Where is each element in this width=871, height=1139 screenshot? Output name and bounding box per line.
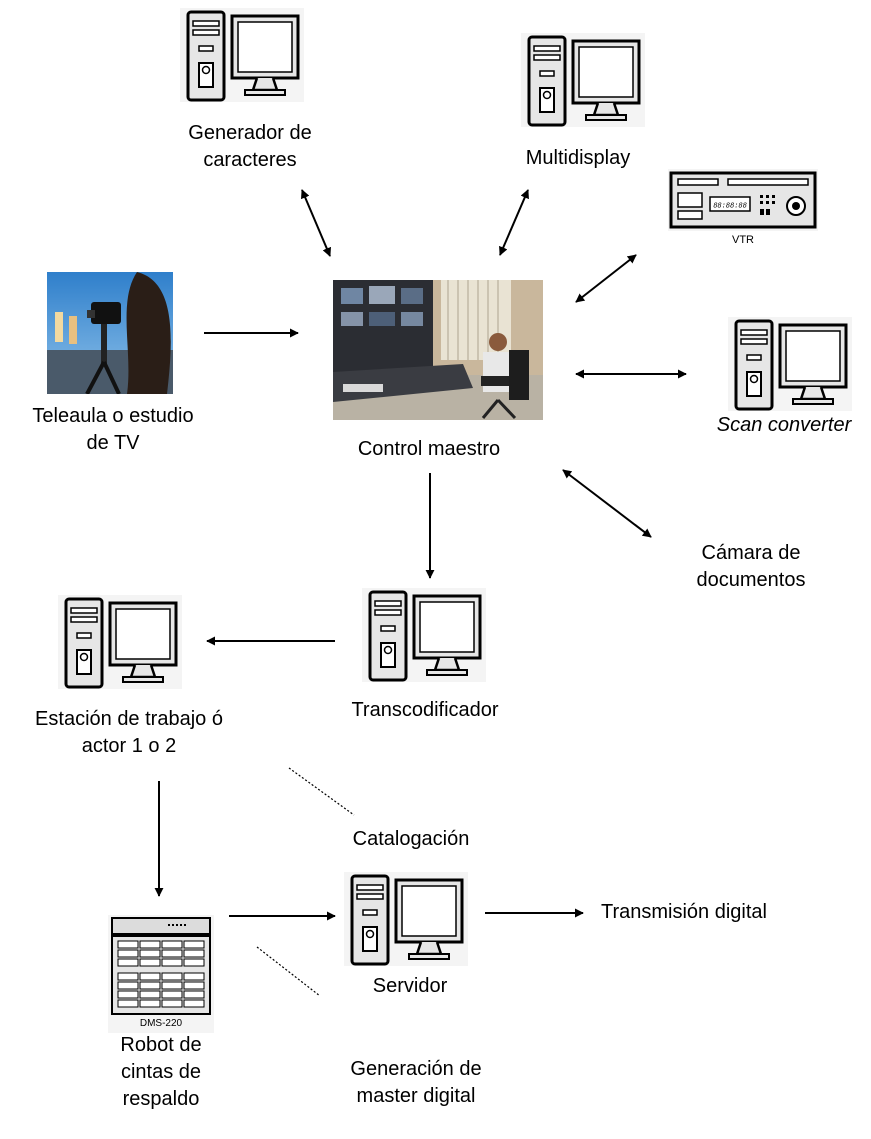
label-catalogacion: Catalogación — [352, 828, 470, 850]
tape-library-robot-icon: DMS-220 — [108, 915, 214, 1035]
arrow-multidisplay-control — [499, 189, 529, 256]
vtr-counter: 88:88:88 — [713, 203, 747, 211]
dotted-line-generacion — [256, 946, 321, 997]
pc-icon — [362, 588, 486, 682]
pc-icon — [180, 8, 304, 102]
label-control: Control maestro — [357, 438, 501, 460]
label-multidisplay: Multidisplay — [525, 147, 631, 169]
dotted-line-catalogacion — [288, 767, 355, 816]
vtr-icon: 88:88:88 VTR — [668, 169, 818, 259]
label-transcodificador: Transcodificador — [351, 699, 499, 721]
label-servidor: Servidor — [372, 975, 448, 997]
label-scan: Scan converter — [716, 414, 852, 436]
pc-icon — [728, 317, 852, 411]
arrow-camara-control — [562, 469, 652, 538]
pc-icon — [344, 872, 468, 966]
tv-studio-photo — [47, 272, 173, 395]
label-transmision: Transmisión digital — [601, 901, 767, 923]
pc-icon — [521, 33, 645, 127]
robot-tag: DMS-220 — [139, 1018, 183, 1029]
vtr-tag: VTR — [732, 234, 754, 246]
arrow-vtr-control — [575, 254, 637, 303]
pc-icon — [58, 595, 182, 689]
master-control-room-photo — [333, 280, 543, 420]
arrow-generador-control — [301, 189, 331, 257]
